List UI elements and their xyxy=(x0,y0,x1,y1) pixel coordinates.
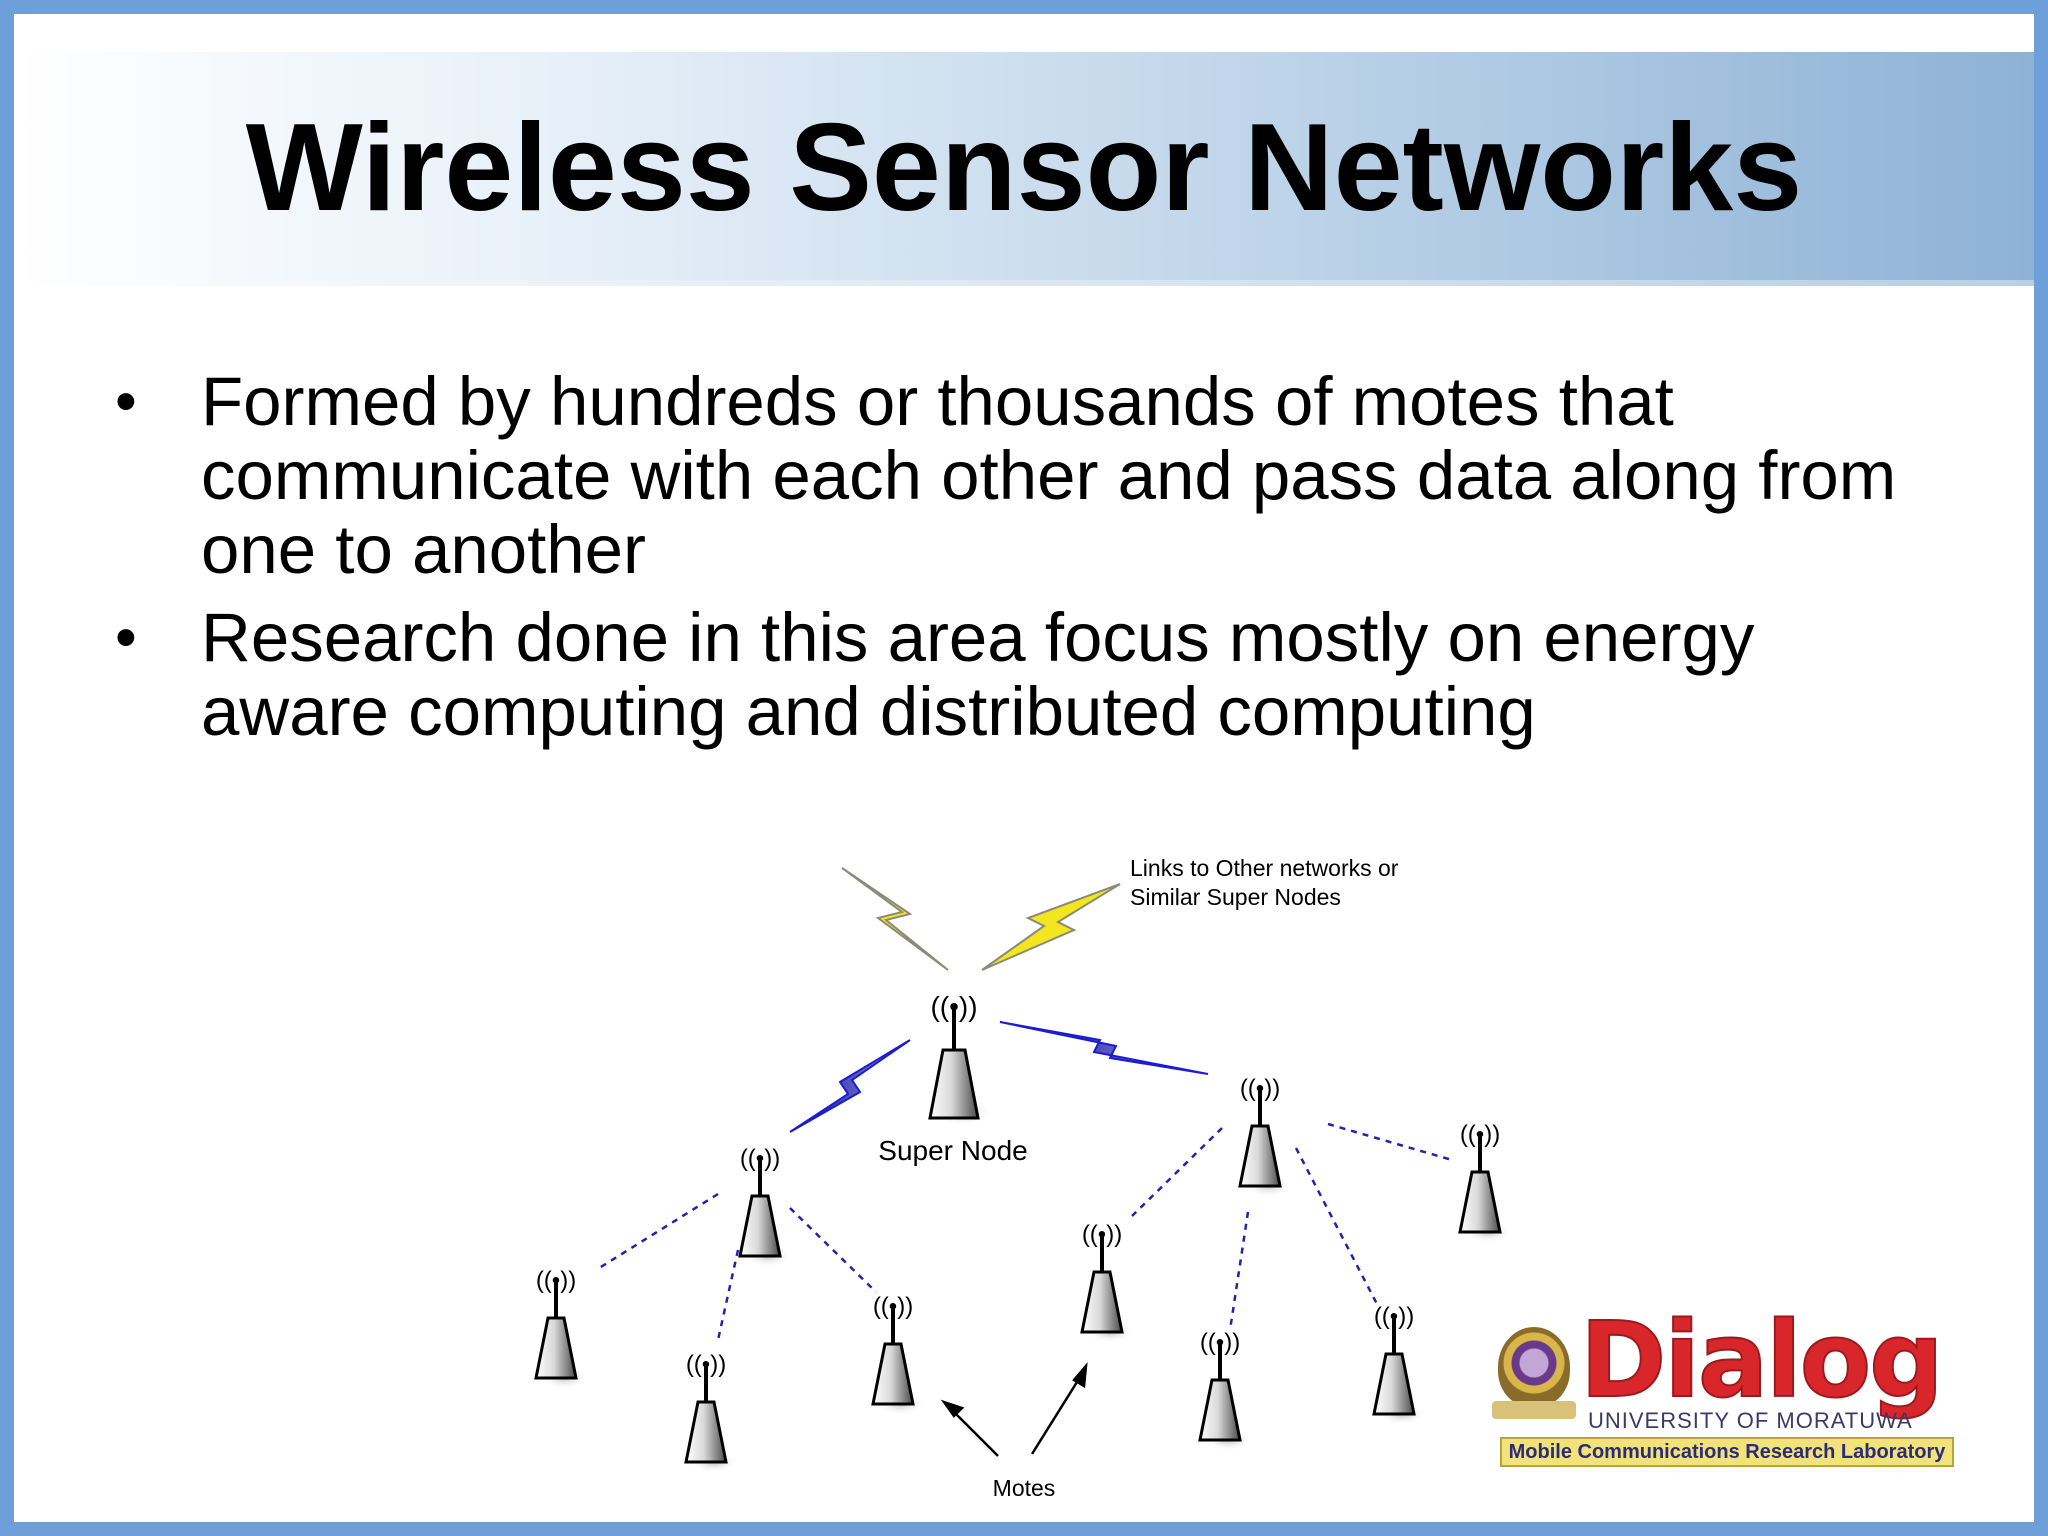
tower-icon xyxy=(1372,1352,1416,1416)
mote-link xyxy=(595,1192,719,1272)
wireless-signal-icon: ((•)) xyxy=(873,1293,913,1320)
mote-links xyxy=(595,1122,1453,1341)
university-name: UNIVERSITY OF MORATUWA xyxy=(1588,1408,1913,1433)
bullet-text: Formed by hundreds or thousands of motes… xyxy=(201,363,1897,588)
bullet-item: • Formed by hundreds or thousands of mot… xyxy=(115,365,1935,587)
wireless-signal-icon: ((•)) xyxy=(1374,1303,1414,1330)
tower-icon xyxy=(871,1342,915,1406)
bullet-item: • Research done in this area focus mostl… xyxy=(115,601,1935,749)
links-label-line2: Similar Super Nodes xyxy=(1130,884,1341,910)
tower-icon xyxy=(1198,1378,1242,1442)
wireless-signal-icon: ((•)) xyxy=(740,1145,780,1172)
backbone-link-lightning xyxy=(999,1021,1209,1075)
lab-name: Mobile Communications Research Laborator… xyxy=(1500,1437,1954,1467)
slide-title: Wireless Sensor Networks xyxy=(245,99,1803,237)
wireless-signal-icon: ((•)) xyxy=(930,991,977,1022)
mote: ((•)) xyxy=(684,1351,738,1473)
outer-link-lightning xyxy=(981,883,1121,971)
university-crest-icon xyxy=(1498,1327,1570,1407)
wireless-signal-icon: ((•)) xyxy=(1460,1121,1500,1148)
tower-icon xyxy=(1080,1270,1124,1334)
links-label-line1: Links to Other networks or xyxy=(1130,855,1399,881)
slide xyxy=(14,14,2034,1522)
crest-ribbon xyxy=(1492,1401,1576,1419)
tower-icon xyxy=(684,1400,728,1464)
arrowhead xyxy=(1072,1362,1088,1389)
bullet-text: Research done in this area focus mostly … xyxy=(201,599,1755,750)
mote: ((•)) xyxy=(1080,1221,1134,1343)
wireless-signal-icon: ((•)) xyxy=(1082,1221,1122,1248)
dialog-logo: Dialog UNIVERSITY OF MORATUWA Mobile Com… xyxy=(1492,1298,1962,1470)
mote: ((•)) xyxy=(1372,1303,1426,1425)
mote-link xyxy=(1327,1122,1453,1162)
bullet-list: • Formed by hundreds or thousands of mot… xyxy=(115,365,1935,763)
bullet-marker: • xyxy=(115,367,137,436)
tower-icon xyxy=(738,1194,782,1258)
mote-link xyxy=(789,1207,877,1293)
mote: ((•)) xyxy=(1238,1075,1292,1197)
mote-link xyxy=(1228,1211,1250,1331)
wireless-signal-icon: ((•)) xyxy=(536,1267,576,1294)
mote: ((•)) xyxy=(1458,1121,1512,1243)
super-node-label: Super Node xyxy=(878,1135,1027,1166)
mote-link xyxy=(716,1249,740,1341)
super-node: ((•)) xyxy=(928,991,992,1126)
mote-link xyxy=(1131,1127,1223,1217)
outer-link-lightning xyxy=(841,867,949,971)
arrowhead xyxy=(940,1399,965,1418)
tower-icon xyxy=(1238,1124,1282,1188)
title-band xyxy=(14,52,2034,286)
bullet-marker: • xyxy=(115,603,137,672)
brand-wordmark: Dialog xyxy=(1579,1298,1945,1422)
wireless-signal-icon: ((•)) xyxy=(686,1351,726,1378)
mote: ((•)) xyxy=(871,1293,925,1415)
mote: ((•)) xyxy=(738,1145,792,1267)
motes-arrows xyxy=(940,1362,1088,1457)
wireless-signal-icon: ((•)) xyxy=(1240,1075,1280,1102)
arrow-line xyxy=(949,1407,999,1457)
arrow-line xyxy=(1030,1373,1084,1455)
mote-link xyxy=(1294,1147,1380,1307)
backbone-link-lightning xyxy=(789,1039,911,1133)
tower-icon xyxy=(534,1316,578,1380)
tower-icon xyxy=(1458,1170,1502,1234)
mote: ((•)) xyxy=(1198,1329,1252,1451)
wireless-signal-icon: ((•)) xyxy=(1200,1329,1240,1356)
tower-icon xyxy=(928,1048,980,1120)
motes-label: Motes xyxy=(993,1475,1056,1501)
mote: ((•)) xyxy=(534,1267,588,1389)
